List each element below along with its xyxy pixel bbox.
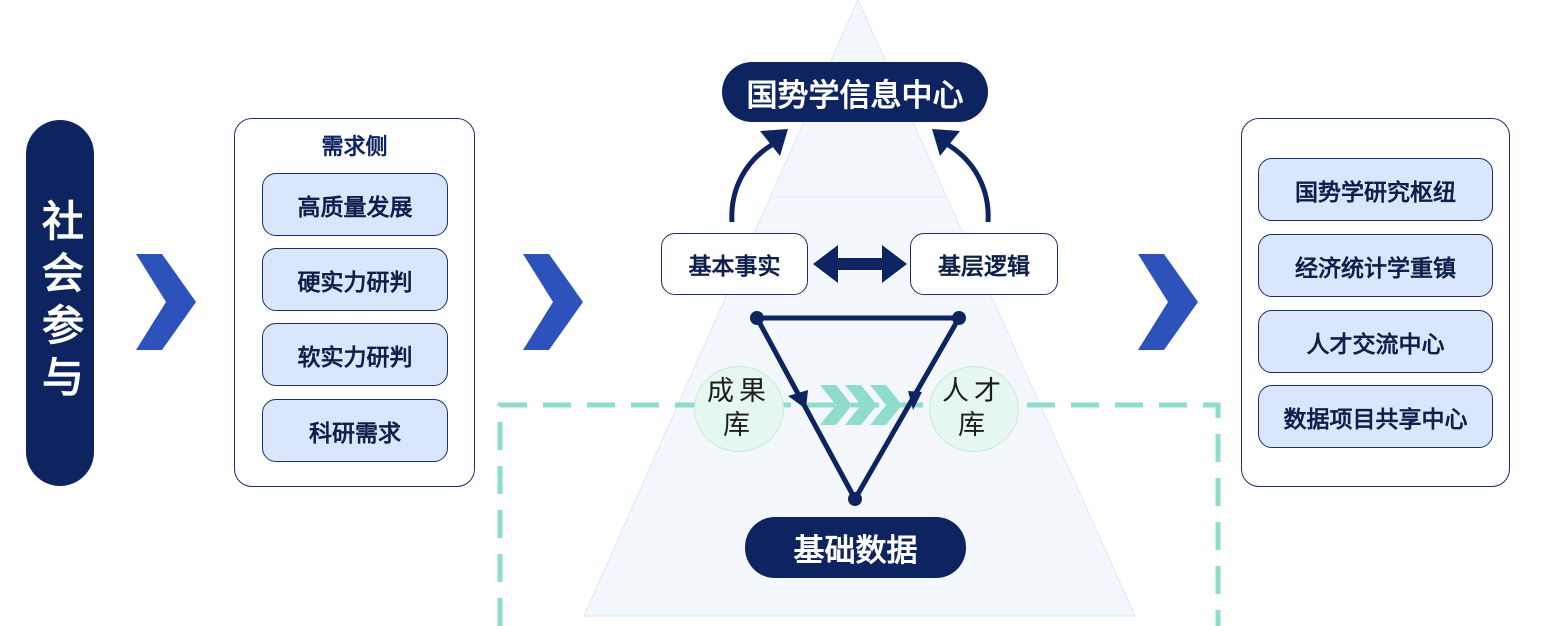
output-item-talent-exchange: 人才交流中心 [1258, 310, 1493, 373]
output-item-statistics-center: 经济统计学重镇 [1258, 234, 1493, 297]
talent-library-circle: 人才库 [929, 366, 1019, 452]
output-item-research-hub: 国势学研究枢纽 [1258, 158, 1493, 221]
demand-item-high-quality-development: 高质量发展 [262, 173, 448, 236]
output-item-data-sharing: 数据项目共享中心 [1258, 385, 1493, 448]
chevron-arrow-icon-3 [1138, 254, 1198, 350]
teal-chevrons-icon [820, 385, 902, 425]
achievements-library-circle: 成果库 [694, 366, 784, 452]
basic-facts-box: 基本事实 [661, 233, 808, 295]
demand-item-hard-power-assessment: 硬实力研判 [262, 248, 448, 311]
demand-item-soft-power-assessment: 软实力研判 [262, 323, 448, 386]
basic-data-label: 基础数据 [745, 517, 966, 578]
outputs-panel: 国势学研究枢纽 经济统计学重镇 人才交流中心 数据项目共享中心 [1241, 118, 1510, 487]
demand-side-panel: 需求侧 高质量发展 硬实力研判 软实力研判 科研需求 [234, 118, 475, 487]
double-arrow-icon [813, 245, 907, 283]
info-center-title: 国势学信息中心 [722, 62, 988, 122]
chevron-arrow-icon-1 [136, 254, 196, 350]
curved-arrow-right-icon [943, 140, 991, 223]
teal-dashed-frame [497, 402, 1221, 626]
inverted-triangle-cycle [750, 311, 966, 506]
demand-item-research-needs: 科研需求 [262, 399, 448, 462]
demand-side-title: 需求侧 [321, 135, 388, 160]
curved-arrow-left-icon [729, 140, 777, 223]
social-participation-label: 社会参与 [26, 120, 94, 486]
chevron-arrow-icon-2 [523, 254, 583, 350]
grassroots-logic-box: 基层逻辑 [910, 233, 1058, 295]
pyramid-shape [583, 0, 1136, 617]
